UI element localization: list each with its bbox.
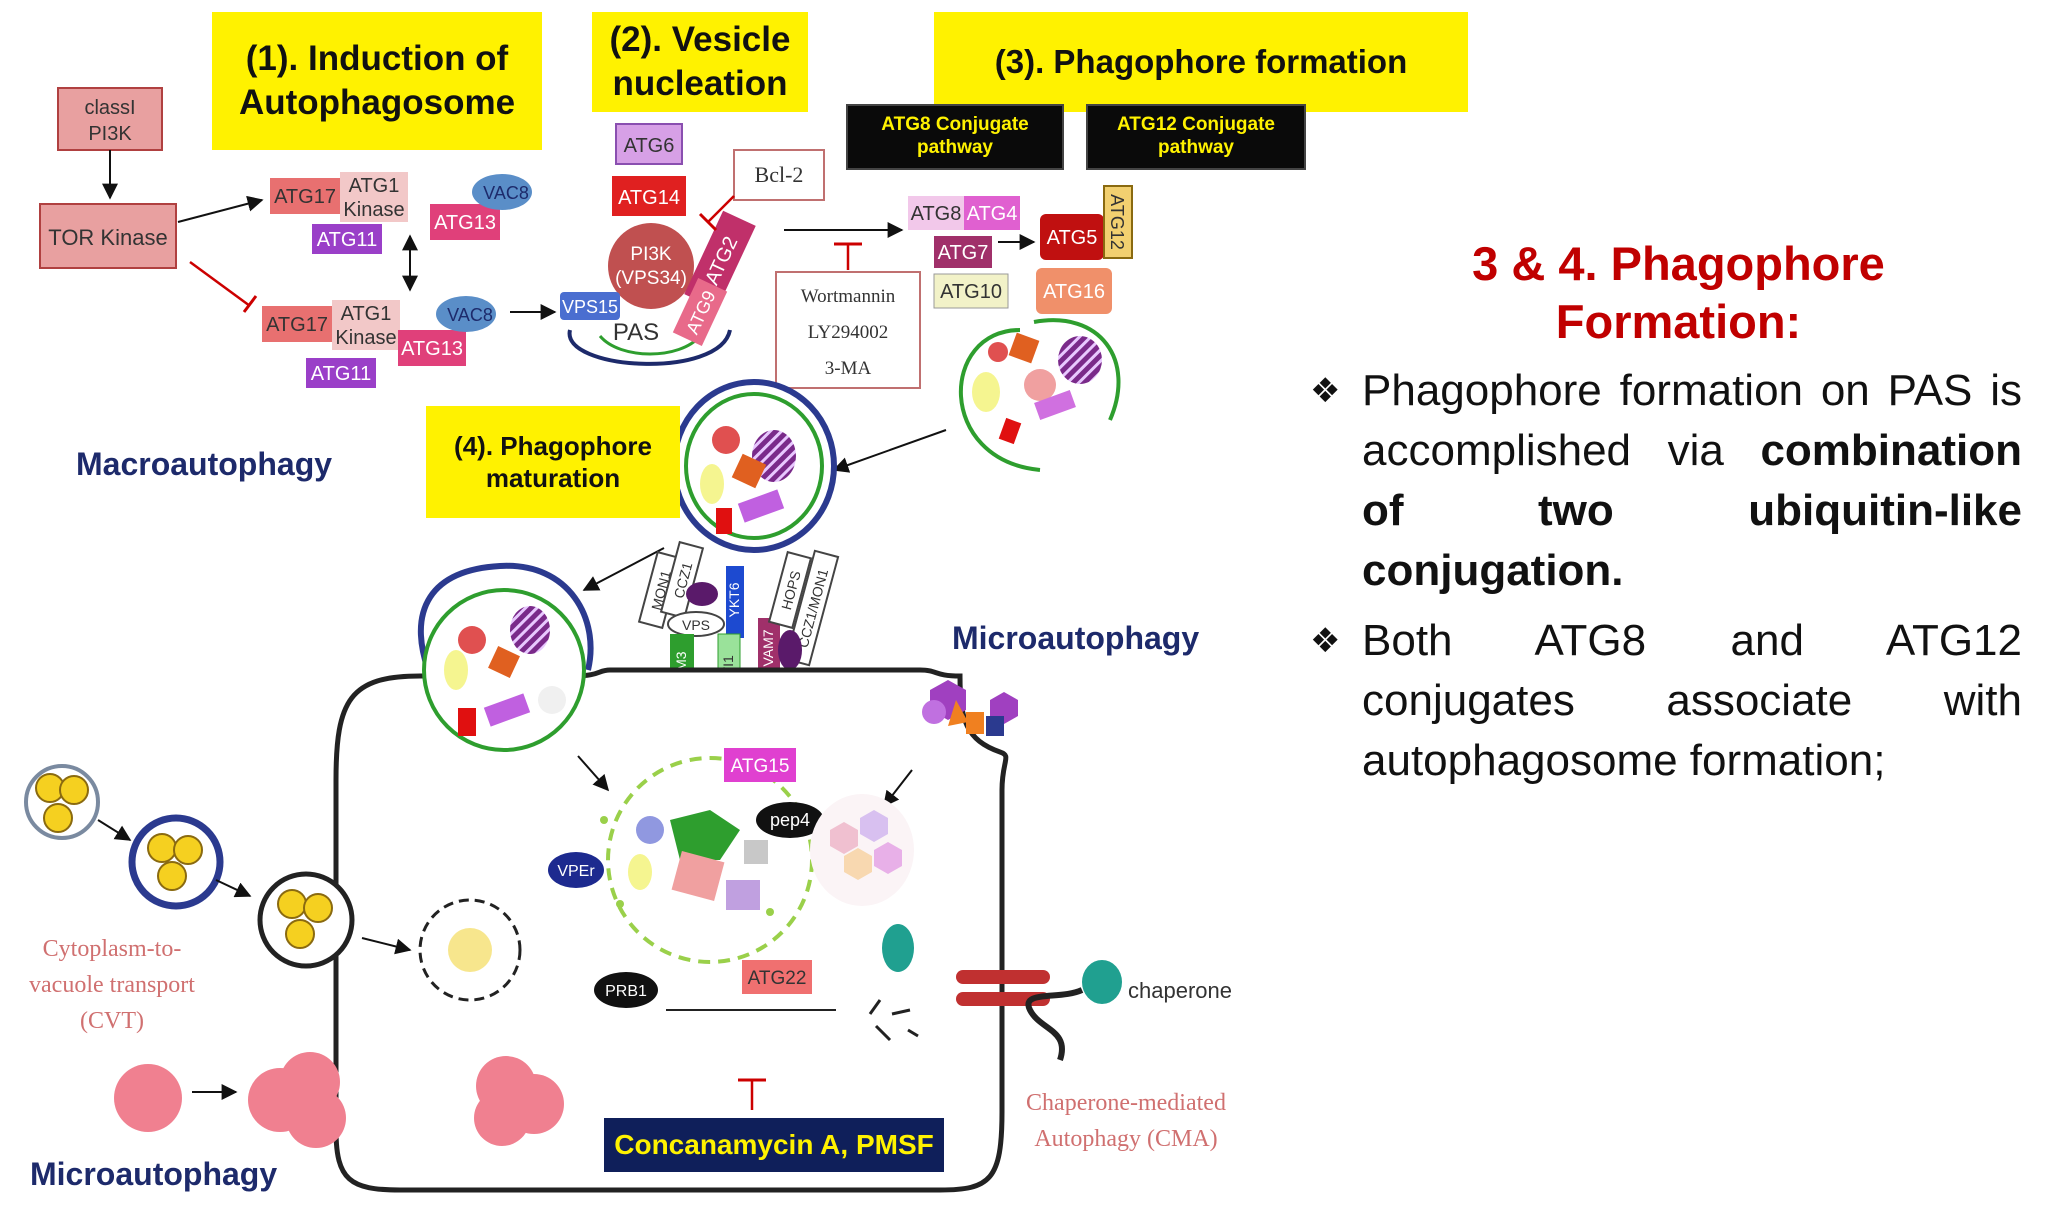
bullet-2-text: Both ATG8 and ATG12 conjugates associate…	[1362, 616, 2022, 785]
vam7-label: VAM7	[760, 629, 776, 666]
phagophore-formation-label: (3). Phagophore formation	[934, 12, 1468, 112]
atg1-label-lower: ATG1	[341, 303, 392, 325]
vac8-label-lower: VAC8	[447, 305, 493, 325]
atg13-label: ATG13	[434, 212, 496, 234]
atg7-label: ATG7	[938, 242, 989, 264]
classI-pi3k-box: classI PI3K	[57, 87, 163, 151]
prb1-label: PRB1	[605, 983, 647, 1000]
bullet-1-text: Phagophore formation on PAS is accomplis…	[1362, 361, 2022, 601]
vps34-label: (VPS34)	[615, 268, 687, 289]
cvt-pathway: Cytoplasm-to- vacuole transport (CVT)	[24, 764, 522, 1034]
arrow-to-fusion	[582, 547, 665, 591]
concanamycin-label: Concanamycin A, PMSF	[604, 1118, 944, 1172]
atg17-label-lower: ATG17	[266, 314, 328, 336]
atg16-label: ATG16	[1043, 281, 1105, 303]
pi3k-vps34-label: PI3K	[630, 244, 672, 265]
ykt6-label: YKT6	[726, 582, 742, 617]
kinase-label: Kinase	[343, 199, 404, 221]
atg1-complex-lower: ATG17 ATG1 Kinase ATG11 ATG13 VAC8	[262, 296, 496, 388]
macroautophagy-label: Macroautophagy	[76, 446, 333, 482]
tor-kinase-box: TOR Kinase	[39, 203, 177, 269]
arrow-to-maturation	[832, 429, 947, 473]
induction-label: (1). Induction of Autophagosome	[212, 12, 542, 150]
atg11-label: ATG11	[317, 229, 377, 251]
vacuolar-enzymes: ATG15 pep4 VPEr PRB1 ATG22	[548, 748, 836, 1011]
atg13-label-lower: ATG13	[401, 338, 463, 360]
cma-pathway: chaperone Chaperone-mediated Autophagy (…	[868, 924, 1232, 1152]
bullet-2: ❖ Both ATG8 and ATG12 conjugates associa…	[1310, 611, 2022, 791]
microautophagy-label-right: Microautophagy	[952, 620, 1200, 656]
arrow-to-lysis	[577, 755, 610, 792]
cma-label-line1: Chaperone-mediated	[1026, 1090, 1226, 1116]
inhibitor-box: Wortmannin LY294002 3-MA	[775, 242, 921, 389]
bcl2-label: Bcl-2	[755, 162, 804, 187]
atg1-label: ATG1	[349, 175, 400, 197]
atg15-label: ATG15	[731, 756, 790, 777]
atg6-label: ATG6	[624, 135, 675, 157]
atg8-conjugate-pathway-label: ATG8 Conjugate pathway	[846, 104, 1064, 170]
vac8-label: VAC8	[483, 183, 529, 203]
arrow-tor-to-complex	[177, 195, 264, 223]
cma-label-line2: Autophagy (CMA)	[1034, 1126, 1217, 1152]
vper-label: VPEr	[557, 863, 595, 880]
atg22-label: ATG22	[748, 968, 807, 989]
atg11-label-lower: ATG11	[311, 363, 371, 385]
diamond-bullet-icon: ❖	[1310, 621, 1341, 661]
classI-label: classI	[84, 97, 135, 119]
atg4-label: ATG4	[967, 203, 1018, 225]
tor-kinase-label: TOR Kinase	[48, 225, 167, 250]
atg5-label: ATG5	[1047, 227, 1098, 249]
cvt-label-line3: (CVT)	[80, 1008, 144, 1034]
vesicle-nucleation-label: (2). Vesicle nucleation	[592, 12, 808, 112]
inhibition-tor	[189, 260, 251, 308]
phagophore-maturation-label: (4). Phagophore maturation	[426, 406, 680, 518]
microautophagy-spheres	[114, 1052, 564, 1148]
atg12-label: ATG12	[1107, 194, 1127, 250]
pi3k-complex: ATG6 ATG14 PI3K (VPS34) VPS15 PAS ATG2 A…	[560, 123, 756, 366]
microautophagy-uptake	[810, 680, 1018, 906]
cvt-label-line2: vacuole transport	[29, 972, 195, 998]
diamond-bullet-icon: ❖	[1310, 371, 1341, 411]
atg17-label: ATG17	[274, 186, 336, 208]
3ma-label: 3-MA	[825, 358, 872, 379]
phagophore-crescent	[959, 318, 1121, 472]
heading-line2: Formation:	[1555, 295, 1802, 348]
conjugation-proteins: ATG8 ATG4 ATG7 ATG10 ATG5 ATG12 ATG16	[908, 185, 1133, 314]
autophagy-pathway-diagram: classI PI3K TOR Kinase ATG17 ATG1 Kinase…	[24, 87, 1232, 1193]
bullet-1-normal: Phagophore formation on PAS is accomplis…	[1362, 366, 2022, 475]
atg12-conjugate-pathway-label: ATG12 Conjugate pathway	[1086, 104, 1306, 170]
ly294002-label: LY294002	[808, 322, 888, 343]
fusion-machinery: MON1 CCZ1 VPS YKT6 VAM3 VTI1 VAM7 HOPS C…	[637, 540, 840, 705]
inhibition-bar-tor	[242, 295, 258, 313]
chaperone-label: chaperone	[1128, 978, 1232, 1003]
heading-line1: 3 & 4. Phagophore	[1472, 237, 1885, 290]
atg1-complex-upper: ATG17 ATG1 Kinase ATG11 ATG13 VAC8	[270, 172, 532, 254]
panel-heading: 3 & 4. Phagophore Formation:	[1335, 235, 2022, 351]
microautophagy-label-bottom: Microautophagy	[30, 1156, 278, 1192]
bullet-1: ❖ Phagophore formation on PAS is accompl…	[1310, 361, 2022, 601]
vps15-label: VPS15	[562, 297, 618, 317]
bcl2-box: Bcl-2	[698, 149, 825, 232]
bullet-1-bold: combination of two ubiquitin-like conjug…	[1362, 426, 2022, 595]
pas-label: PAS	[613, 319, 659, 346]
vps-label: VPS	[682, 617, 710, 633]
pi3k-label: PI3K	[88, 123, 132, 145]
pep4-label: pep4	[770, 810, 810, 830]
explanation-panel: 3 & 4. Phagophore Formation: ❖ Phagophor…	[1310, 235, 2022, 791]
atg8-label: ATG8	[911, 203, 962, 225]
autophagosome-docking	[417, 562, 594, 752]
atg10-label: ATG10	[940, 281, 1002, 303]
kinase-label-lower: Kinase	[335, 327, 396, 349]
atg14-label: ATG14	[618, 187, 680, 209]
autophagosome-center	[671, 379, 837, 553]
cvt-label-line1: Cytoplasm-to-	[43, 936, 182, 962]
wortmannin-label: Wortmannin	[801, 286, 896, 307]
